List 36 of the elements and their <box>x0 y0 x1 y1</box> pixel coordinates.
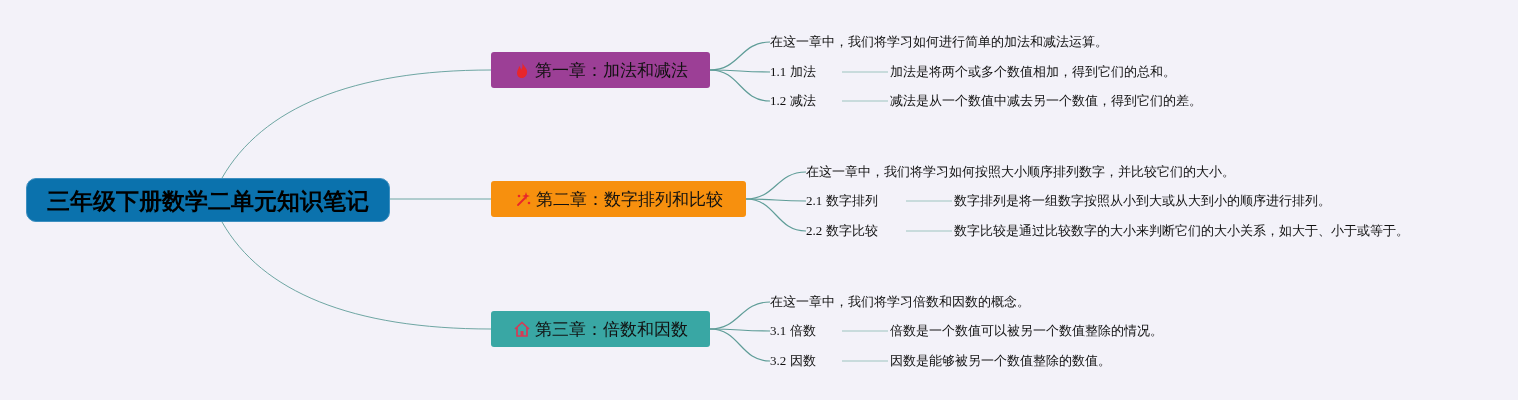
section-label: 1.2 减法 <box>770 91 842 111</box>
chapter-box <box>491 181 746 217</box>
chapter-title: 第三章：倍数和因数 <box>535 317 688 341</box>
branch-line <box>841 330 889 332</box>
branch-line <box>709 328 771 362</box>
description-text: 数字比较是通过比较数字的大小来判断它们的大小关系，如大于、小于或等于。 <box>954 221 1409 241</box>
section-label: 3.1 倍数 <box>770 321 842 341</box>
branch-line <box>841 71 889 73</box>
section-label: 1.1 加法 <box>770 62 842 82</box>
description-text: 数字排列是将一组数字按照从小到大或从大到小的顺序进行排列。 <box>954 191 1331 211</box>
branch-line <box>841 100 889 102</box>
section-label: 2.2 数字比较 <box>806 221 906 241</box>
chapter-title: 第二章：数字排列和比较 <box>536 187 723 211</box>
title-box: 三年级下册数学二单元知识笔记 <box>26 178 390 222</box>
description-text: 加法是将两个或多个数值相加，得到它们的总和。 <box>890 62 1176 82</box>
chapter-title: 第一章：加法和减法 <box>535 58 688 82</box>
branch-line <box>709 69 771 102</box>
section-label: 3.2 因数 <box>770 351 842 371</box>
branch-line <box>745 198 807 202</box>
description-text: 倍数是一个数值可以被另一个数值整除的情况。 <box>890 321 1163 341</box>
intro-text: 在这一章中，我们将学习如何按照大小顺序排列数字，并比较它们的大小。 <box>806 162 1235 182</box>
chapter-box <box>491 52 710 88</box>
branch-line <box>905 230 953 232</box>
branch-line <box>389 198 492 200</box>
description-text: 因数是能够被另一个数值整除的数值。 <box>890 351 1111 371</box>
description-text: 减法是从一个数值中减去另一个数值，得到它们的差。 <box>890 91 1202 111</box>
branch-line <box>905 200 953 202</box>
branch-line <box>221 221 492 330</box>
branch-line <box>221 69 492 179</box>
section-label: 2.1 数字排列 <box>806 191 906 211</box>
branch-line <box>709 328 771 332</box>
branch-line <box>745 198 807 232</box>
chapter-box <box>491 311 710 347</box>
branch-line <box>841 360 889 362</box>
intro-text: 在这一章中，我们将学习如何进行简单的加法和减法运算。 <box>770 32 1108 52</box>
intro-text: 在这一章中，我们将学习倍数和因数的概念。 <box>770 292 1030 312</box>
